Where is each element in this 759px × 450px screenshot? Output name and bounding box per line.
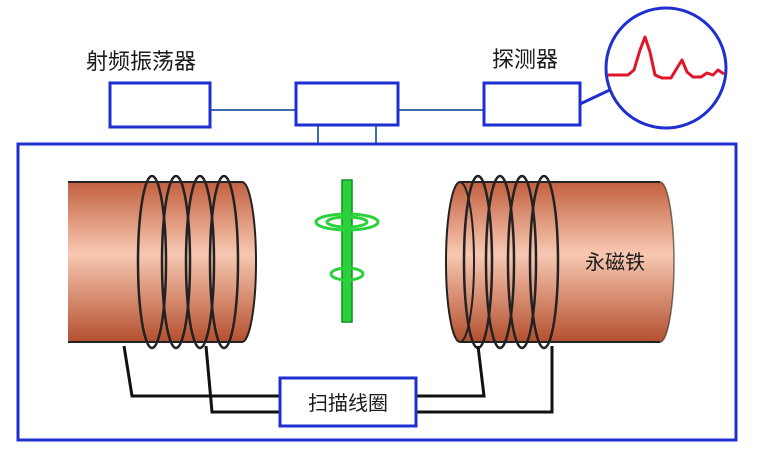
rf-coil-upper	[314, 212, 380, 232]
sweep-coil-label: 扫描线圈	[308, 391, 388, 415]
rf-oscillator-label: 射频振荡器	[86, 50, 196, 75]
rf-oscillator-box	[108, 81, 212, 129]
left-magnet	[68, 174, 257, 350]
coupling-box	[294, 81, 400, 127]
oscilloscope-signal-icon	[579, 6, 728, 130]
left-coil-windings	[136, 174, 240, 350]
detector-box	[482, 81, 582, 127]
sweep-coil-box	[278, 376, 418, 428]
sweep-coil-wires	[122, 345, 554, 414]
sample-tube	[341, 179, 353, 323]
right-magnet	[445, 174, 675, 350]
nmr-signal-trace	[608, 35, 725, 80]
sample-tube-icon	[314, 179, 380, 323]
permanent-magnet-label: 永磁铁	[585, 250, 645, 274]
rf-coil-lower	[329, 266, 365, 282]
detector-label: 探测器	[492, 48, 558, 73]
